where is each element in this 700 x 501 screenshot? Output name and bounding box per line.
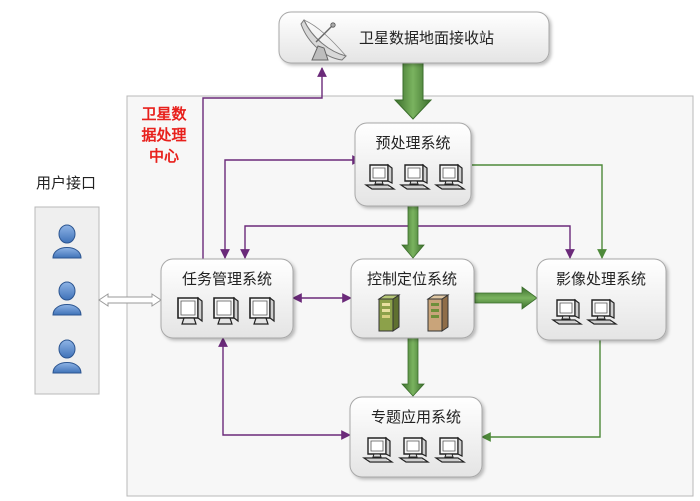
purple-connectors <box>202 67 575 440</box>
downlink-arrow <box>393 62 433 120</box>
thematic-application-system-label: 专题应用系统 <box>371 408 461 426</box>
control-positioning-system-label: 控制定位系统 <box>367 270 457 288</box>
ground-station-label: 卫星数据地面接收站 <box>359 29 494 47</box>
user-interface-label: 用户接口 <box>36 174 96 192</box>
image-processing-system-label: 影像处理系统 <box>556 270 646 288</box>
preprocess-control-arrow <box>401 205 425 259</box>
control-image-arrow <box>474 286 538 310</box>
server-icon <box>426 294 450 332</box>
satellite-dish-icon <box>300 19 347 61</box>
processing-center-label-line-2: 据处理 <box>141 126 186 144</box>
processing-center-label-line-1: 卫星数 <box>141 105 187 123</box>
control-thematic-arrow <box>401 337 425 397</box>
server-icon <box>378 294 400 332</box>
processing-center-label-line-3: 中心 <box>149 147 179 165</box>
ground-station-box <box>278 11 550 64</box>
task-management-system-label: 任务管理系统 <box>182 270 272 288</box>
preprocess-system-label: 预处理系统 <box>375 134 450 152</box>
green-connectors <box>472 164 607 442</box>
